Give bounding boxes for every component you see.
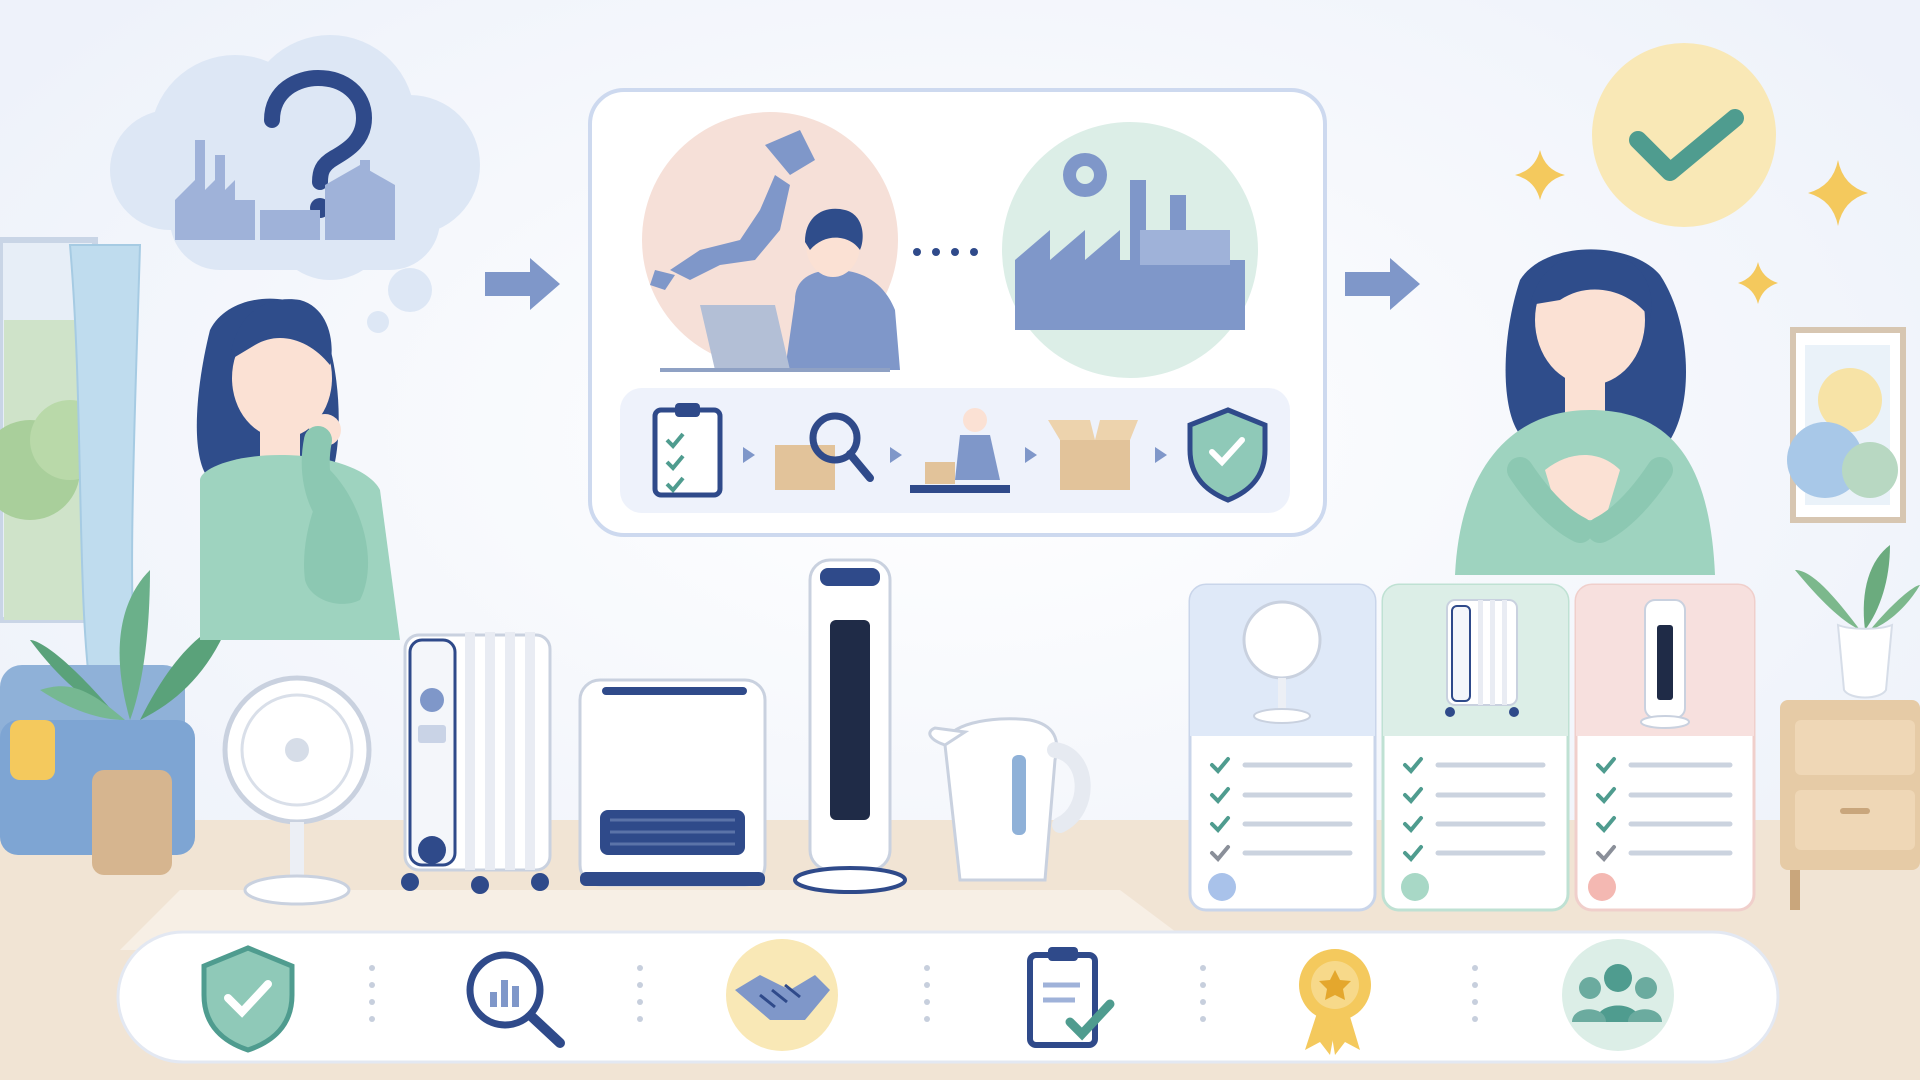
- wall-picture: [1787, 327, 1906, 523]
- status-dot: [1588, 873, 1616, 901]
- checklist: [1596, 757, 1733, 862]
- benefits-bar: [116, 930, 1780, 1064]
- team-people-icon: [1562, 939, 1674, 1051]
- factory-icon: [1015, 180, 1245, 330]
- shield-check-icon: [201, 945, 295, 1053]
- person-at-laptop-icon: [660, 208, 900, 372]
- satisfied-woman: [1455, 249, 1715, 575]
- checklist: [1210, 757, 1353, 862]
- chart-magnifier-icon: [466, 951, 565, 1048]
- open-box-icon: [1048, 420, 1138, 490]
- step-chevron-icon: [890, 447, 902, 463]
- factory-icon: [175, 140, 395, 240]
- checkmark-icon: [1629, 109, 1744, 181]
- clipboard-check-icon: [1027, 947, 1115, 1048]
- side-cabinet: [1780, 700, 1920, 910]
- status-dot: [1208, 873, 1236, 901]
- sparkle-icon: [1515, 150, 1565, 200]
- dotted-connector-icon: [913, 248, 978, 256]
- divider-dots: [637, 965, 643, 1022]
- sparkle-icon: [1808, 160, 1868, 226]
- step-chevron-icon: [1155, 447, 1167, 463]
- status-dot: [1401, 873, 1429, 901]
- arrow-right-icon: [485, 258, 560, 310]
- handshake-icon: [726, 939, 838, 1051]
- divider-dots: [924, 965, 930, 1022]
- table-fan-icon: [1242, 600, 1322, 724]
- comparison-card: [1188, 583, 1377, 912]
- comparison-card: [1381, 583, 1570, 912]
- oil-heater-icon: [1445, 599, 1519, 717]
- tower-fan-icon: [1640, 599, 1690, 729]
- thinking-woman: [196, 298, 400, 640]
- divider-dots: [1200, 965, 1206, 1022]
- process-panel: [588, 88, 1327, 537]
- sparkle-icon: [1738, 262, 1778, 304]
- electric-kettle-icon: [928, 717, 1091, 882]
- divider-dots: [369, 965, 375, 1022]
- table-fan-icon: [222, 675, 372, 906]
- arrow-right-icon: [1345, 258, 1420, 310]
- thought-bubble: [110, 35, 480, 333]
- box-inspection-icon: [775, 412, 874, 490]
- comparison-card: [1574, 583, 1756, 912]
- tower-fan-icon: [793, 558, 907, 894]
- checklist: [1403, 757, 1546, 862]
- approval-badge: [1592, 43, 1776, 227]
- gear-icon: [1063, 153, 1107, 197]
- step-chevron-icon: [743, 447, 755, 463]
- step-chevron-icon: [1025, 447, 1037, 463]
- ceramic-heater-icon: [578, 678, 767, 887]
- divider-dots: [1472, 965, 1478, 1022]
- clipboard-checklist-icon: [652, 403, 723, 498]
- japan-map-icon: [650, 130, 815, 290]
- shield-check-icon: [1187, 407, 1268, 503]
- worker-packing-icon: [910, 408, 1010, 493]
- award-ribbon-icon: [1299, 949, 1371, 1055]
- plant-right: [1795, 545, 1920, 699]
- plant-left: [30, 570, 230, 875]
- window-left: [0, 237, 142, 721]
- oil-heater-icon: [401, 632, 552, 894]
